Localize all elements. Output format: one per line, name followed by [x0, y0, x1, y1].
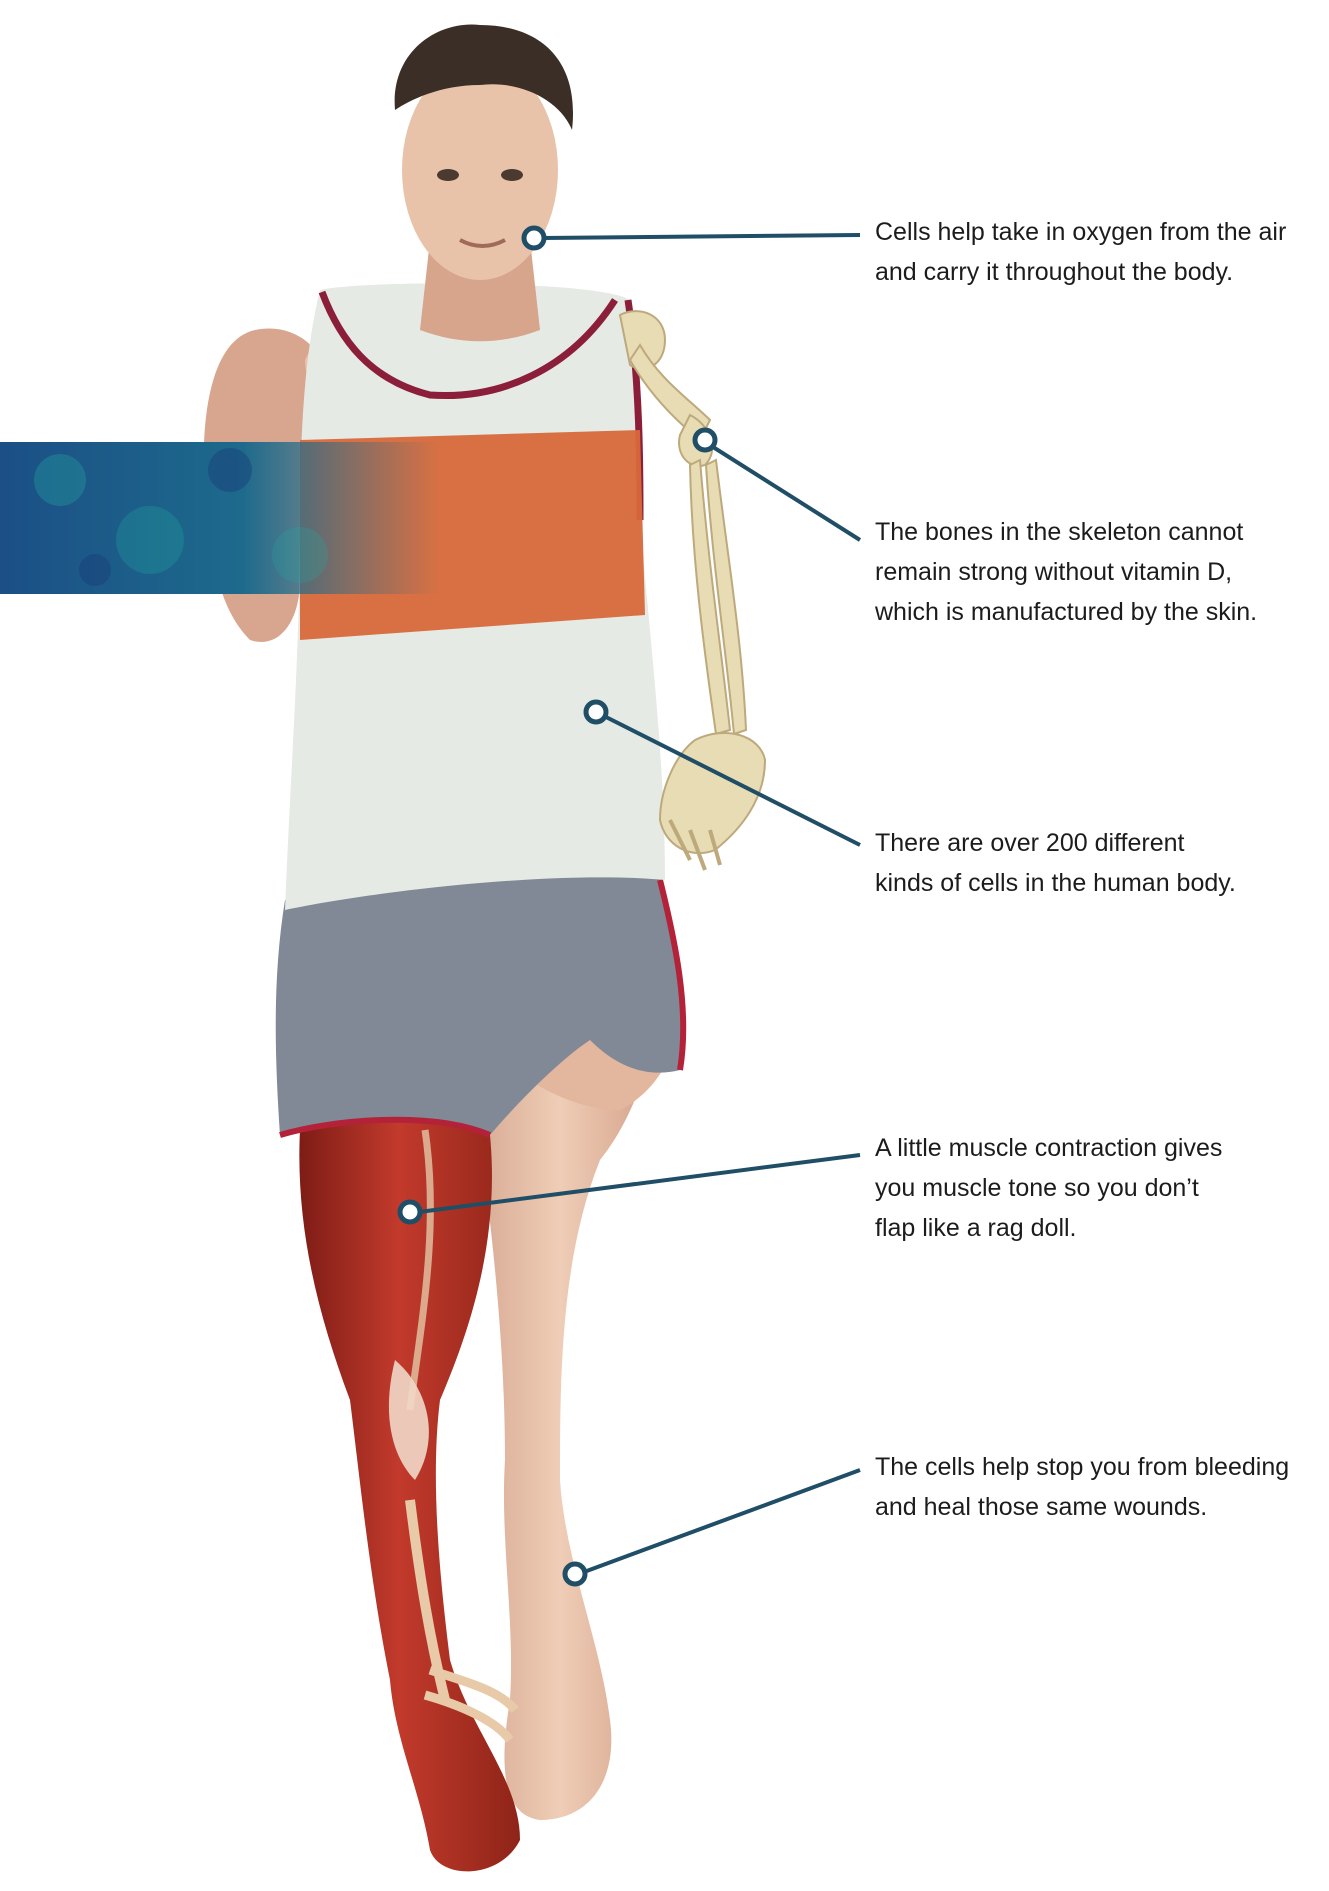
leader-line-bones — [713, 447, 860, 540]
callout-bones-line-1: The bones in the skeleton cannot — [875, 512, 1325, 552]
leader-dot-oxygen — [524, 228, 544, 248]
callout-muscle: A little muscle contraction gives you mu… — [875, 1128, 1325, 1248]
callout-cells-line-2: kinds of cells in the human body. — [875, 863, 1325, 903]
callout-cells-line-1: There are over 200 different — [875, 823, 1325, 863]
muscle-leg — [299, 1116, 520, 1872]
leader-dot-bones — [695, 430, 715, 450]
leader-dot-cells — [586, 702, 606, 722]
callout-healing-line-2: and heal those same wounds. — [875, 1487, 1325, 1527]
callout-muscle-line-1: A little muscle contraction gives — [875, 1128, 1325, 1168]
callout-bones: The bones in the skeleton cannot remain … — [875, 512, 1325, 632]
callout-bones-line-3: which is manufactured by the skin. — [875, 592, 1325, 632]
callout-muscle-line-2: you muscle tone so you don’t — [875, 1168, 1325, 1208]
cell-texture-strip — [0, 442, 440, 594]
callout-cells: There are over 200 different kinds of ce… — [875, 823, 1325, 903]
leader-line-healing — [584, 1470, 860, 1572]
callout-oxygen-line-1: Cells help take in oxygen from the air — [875, 212, 1325, 252]
callout-healing: The cells help stop you from bleeding an… — [875, 1447, 1325, 1527]
leader-dot-healing — [565, 1564, 585, 1584]
leader-dot-muscle — [400, 1202, 420, 1222]
tank-top — [204, 283, 665, 910]
callout-oxygen-line-2: and carry it throughout the body. — [875, 252, 1325, 292]
leader-line-oxygen — [543, 235, 860, 238]
callout-bones-line-2: remain strong without vitamin D, — [875, 552, 1325, 592]
callout-healing-line-1: The cells help stop you from bleeding — [875, 1447, 1325, 1487]
callout-oxygen: Cells help take in oxygen from the air a… — [875, 212, 1325, 292]
callout-muscle-line-3: flap like a rag doll. — [875, 1208, 1325, 1248]
